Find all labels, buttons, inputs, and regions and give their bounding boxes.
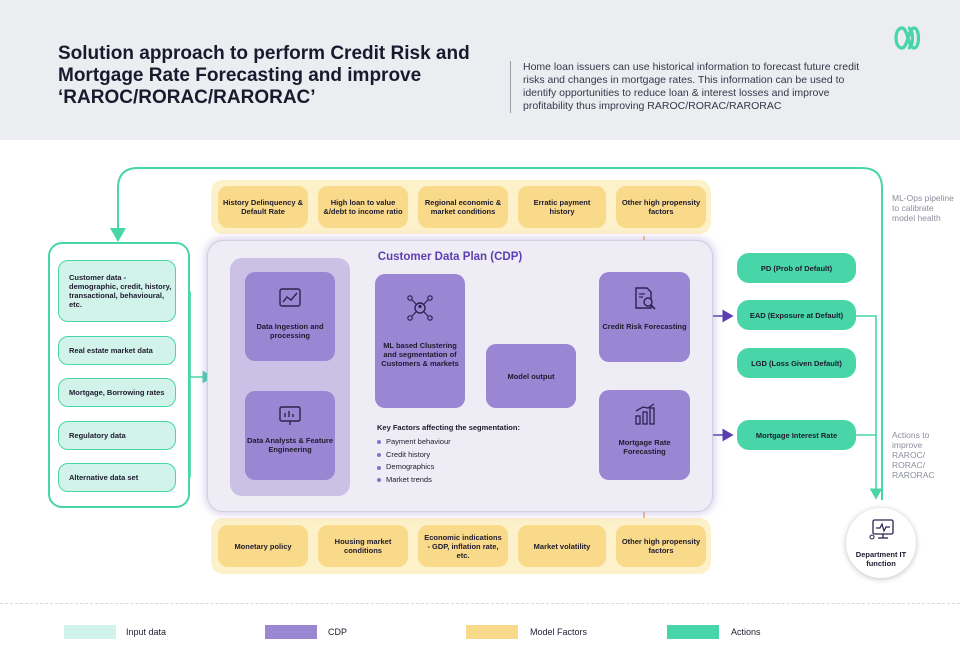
chart-window-icon <box>279 288 301 307</box>
cdp-credit-risk-label: Credit Risk Forecasting <box>602 322 687 331</box>
cdp-model-output: Model output <box>486 344 576 408</box>
presentation-board-icon <box>279 406 301 425</box>
factor-market-volatility: Market volatility <box>518 525 606 567</box>
legend-divider <box>0 603 960 604</box>
input-mortgage-rates: Mortgage, Borrowing rates <box>58 378 176 407</box>
cdp-analysts-label: Data Analysts & Feature Engineering <box>246 436 333 454</box>
factor-erratic-payment: Erratic payment history <box>518 186 606 228</box>
legend-swatch-factors <box>466 625 518 639</box>
cdp-ingestion-label: Data Ingestion and processing <box>256 322 324 340</box>
cdp-ml-clustering: ML based Clustering and segmentation of … <box>375 274 465 408</box>
document-search-icon <box>635 287 656 310</box>
factor-delinquency: History Delinquency & Default Rate <box>218 186 308 228</box>
action-mortgage-interest-rate: Mortgage Interest Rate <box>737 420 856 450</box>
input-customer-data: Customer data - demographic, credit, his… <box>58 260 176 322</box>
monitor-pulse-icon <box>869 519 894 540</box>
legend-swatch-actions <box>667 625 719 639</box>
key-factor-item: Credit history <box>377 449 451 462</box>
cdp-data-ingestion: Data Ingestion and processing <box>245 272 335 361</box>
factor-other-bottom: Other high propensity factors <box>616 525 706 567</box>
bullet-icon <box>377 465 381 470</box>
network-user-icon <box>407 295 433 321</box>
input-real-estate-data: Real estate market data <box>58 336 176 365</box>
cdp-ml-label: ML based Clustering and segmentation of … <box>381 341 459 368</box>
actions-bracket-line <box>856 315 876 498</box>
cdp-mortgage-rate-label: Mortgage Rate Forecasting <box>618 438 671 456</box>
key-factor-item: Demographics <box>377 461 451 474</box>
action-lgd: LGD (Loss Given Default) <box>737 348 856 378</box>
infinity-loop-logo-icon <box>894 26 921 50</box>
page-title: Solution approach to perform Credit Risk… <box>58 43 470 108</box>
key-factor-item: Payment behaviour <box>377 436 451 449</box>
factor-regional-economic: Regional economic & market conditions <box>418 186 508 228</box>
cdp-credit-risk: Credit Risk Forecasting <box>599 272 690 362</box>
department-it-label: Department IT function <box>855 550 907 568</box>
legend-label-input: Input data <box>126 627 167 637</box>
factor-economic-indications: Economic indications - GDP, inflation ra… <box>418 525 508 567</box>
cdp-title: Customer Data Plan (CDP) <box>377 251 523 263</box>
cdp-model-output-label: Model output <box>507 371 555 381</box>
key-factor-item: Market trends <box>377 474 451 487</box>
factor-loan-to-value: High loan to value &/debt to income rati… <box>318 186 408 228</box>
improve-note: Actions to improve RAROC/ RORAC/ RARORAC <box>892 430 935 480</box>
mlops-note: ML-Ops pipeline to calibrate model healt… <box>892 193 954 223</box>
legend-swatch-cdp <box>265 625 317 639</box>
bullet-icon <box>377 440 381 445</box>
factor-other-top: Other high propensity factors <box>616 186 706 228</box>
cdp-data-analysts: Data Analysts & Feature Engineering <box>245 391 335 480</box>
bar-growth-icon <box>635 403 655 425</box>
legend-label-factors: Model Factors <box>530 627 588 637</box>
key-factors-list: Payment behaviour Credit history Demogra… <box>377 436 451 487</box>
legend-label-actions: Actions <box>731 627 761 637</box>
action-ead: EAD (Exposure at Default) <box>737 300 856 330</box>
input-alternative-data: Alternative data set <box>58 463 176 492</box>
legend-label-cdp: CDP <box>328 627 348 637</box>
legend-swatch-input <box>64 625 116 639</box>
factor-monetary-policy: Monetary policy <box>218 525 308 567</box>
key-factors-title: Key Factors affecting the segmentation: <box>377 423 520 432</box>
action-pd: PD (Prob of Default) <box>737 253 856 283</box>
factor-housing-market: Housing market conditions <box>318 525 408 567</box>
header-band <box>0 0 960 140</box>
input-regulatory-data: Regulatory data <box>58 421 176 450</box>
bullet-icon <box>377 453 381 458</box>
page-description: Home loan issuers can use historical inf… <box>510 61 870 113</box>
cdp-mortgage-rate: Mortgage Rate Forecasting <box>599 390 690 480</box>
bullet-icon <box>377 478 381 483</box>
